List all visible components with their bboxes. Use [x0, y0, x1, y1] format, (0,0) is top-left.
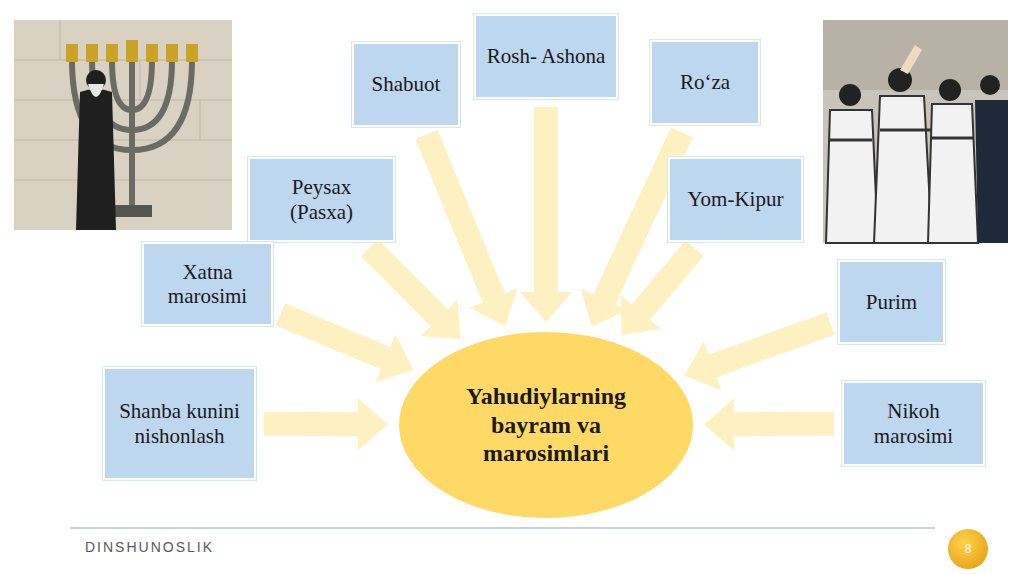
holiday-box: Yom-Kipur: [668, 157, 803, 242]
page-badge: [948, 529, 988, 569]
holiday-box: Peysax (Pasxa): [248, 157, 395, 242]
holiday-box: Shanba kunini nishonlash: [103, 367, 256, 480]
block-arrow: [704, 398, 834, 450]
block-arrow: [264, 398, 388, 450]
center-ellipse: Yahudiylarning bayram va marosimlari: [396, 330, 696, 520]
prayer-photo: [823, 20, 1008, 243]
node-text: Xatna marosimi: [152, 260, 263, 308]
holiday-box: Shabuot: [352, 42, 460, 127]
node-text: Purim: [866, 290, 917, 314]
footer-label: DINSHUNOSLIK: [85, 539, 214, 555]
node-text: Yom-Kipur: [688, 187, 784, 211]
block-arrow: [621, 240, 704, 335]
holiday-box: Xatna marosimi: [142, 242, 273, 326]
block-arrow: [520, 107, 572, 322]
holiday-box: Purim: [838, 260, 945, 344]
node-text: Nikoh marosimi: [852, 399, 975, 447]
holiday-box: Ro‘za: [650, 40, 760, 125]
node-text: Shabuot: [372, 72, 441, 96]
footer-rule: [70, 527, 935, 529]
holiday-box: Nikoh marosimi: [842, 381, 985, 466]
block-arrow: [276, 303, 414, 382]
block-arrow: [684, 312, 834, 390]
node-text: Ro‘za: [680, 70, 730, 94]
node-text: Rosh- Ashona: [487, 44, 605, 68]
block-arrow: [361, 239, 460, 339]
node-text: Yahudiylarning bayram va marosimlari: [436, 382, 656, 468]
holiday-box: Rosh- Ashona: [474, 14, 618, 99]
menorah-photo: [14, 20, 232, 230]
node-text: Shanba kunini nishonlash: [113, 399, 246, 447]
node-text: Peysax (Pasxa): [258, 175, 385, 223]
page-number: 8: [948, 529, 988, 569]
